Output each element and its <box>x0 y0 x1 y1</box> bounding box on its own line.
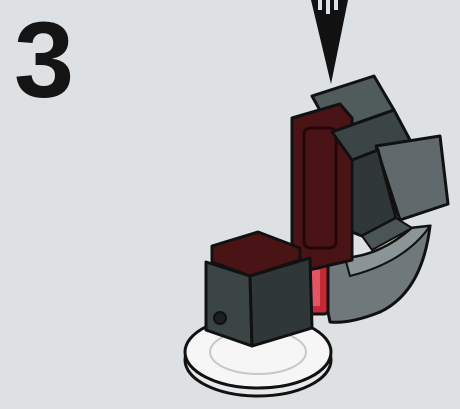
front-cube-piece <box>206 232 312 346</box>
arrow-down-icon <box>311 0 348 84</box>
